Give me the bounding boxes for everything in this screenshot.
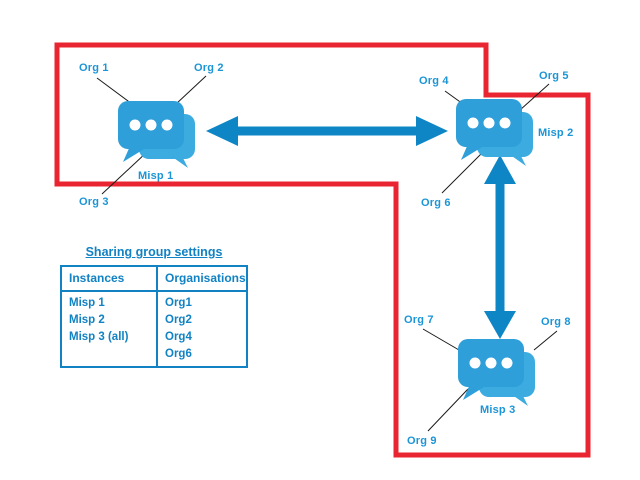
label-org9: Org 9 <box>407 435 437 447</box>
connector-org2-misp1 <box>175 75 207 105</box>
table-row: Misp 3 (all) Org4 <box>61 329 247 346</box>
connector-org6-misp2 <box>441 150 485 194</box>
misp3-icon <box>458 339 535 406</box>
label-org8: Org 8 <box>541 316 571 328</box>
cell-instance: Misp 1 <box>61 291 158 312</box>
cell-organisation: Org1 <box>165 297 192 309</box>
cell-organisation: Org4 <box>165 331 192 343</box>
table-row: Misp 1 Org1 <box>61 291 247 312</box>
cell-organisation: Org6 <box>165 348 192 360</box>
label-org7: Org 7 <box>404 314 434 326</box>
label-org3: Org 3 <box>79 196 109 208</box>
table-row: Org6 <box>61 346 247 367</box>
label-org4: Org 4 <box>419 75 449 87</box>
connector-org8-misp3 <box>533 330 558 351</box>
connector-org7-misp3 <box>422 328 460 351</box>
cell-instance: Misp 3 (all) <box>61 329 158 346</box>
arrow-misp1-misp2 <box>206 116 448 146</box>
connector-org9-misp3 <box>427 388 469 432</box>
sharing-group-boundary <box>54 42 591 458</box>
connector-org1-misp1 <box>96 77 133 105</box>
label-misp1: Misp 1 <box>138 170 174 182</box>
col-header-instances: Instances <box>61 266 158 292</box>
cell-instance: Misp 2 <box>61 312 158 329</box>
label-org1: Org 1 <box>79 62 109 74</box>
table-header-row: Instances Organisations <box>61 266 247 292</box>
col-header-organisations: Organisations <box>157 266 247 292</box>
cell-organisation: Org2 <box>165 314 192 326</box>
sharing-group-table: Instances Organisations Misp 1 Org1 Misp… <box>60 265 248 368</box>
label-org2: Org 2 <box>194 62 224 74</box>
connector-org3-misp1 <box>101 151 148 195</box>
sharing-group-settings-panel: Sharing group settings Instances Organis… <box>60 245 248 368</box>
connector-org5-misp2 <box>519 83 550 111</box>
label-org6: Org 6 <box>421 197 451 209</box>
label-misp3: Misp 3 <box>480 404 516 416</box>
misp2-icon <box>456 99 533 166</box>
table-row: Misp 2 Org2 <box>61 312 247 329</box>
label-misp2: Misp 2 <box>538 127 574 139</box>
sharing-group-settings-title: Sharing group settings <box>85 245 223 259</box>
arrow-misp2-misp3 <box>484 155 516 339</box>
label-org5: Org 5 <box>539 70 569 82</box>
misp1-icon <box>118 101 195 168</box>
cell-instance <box>61 346 158 367</box>
